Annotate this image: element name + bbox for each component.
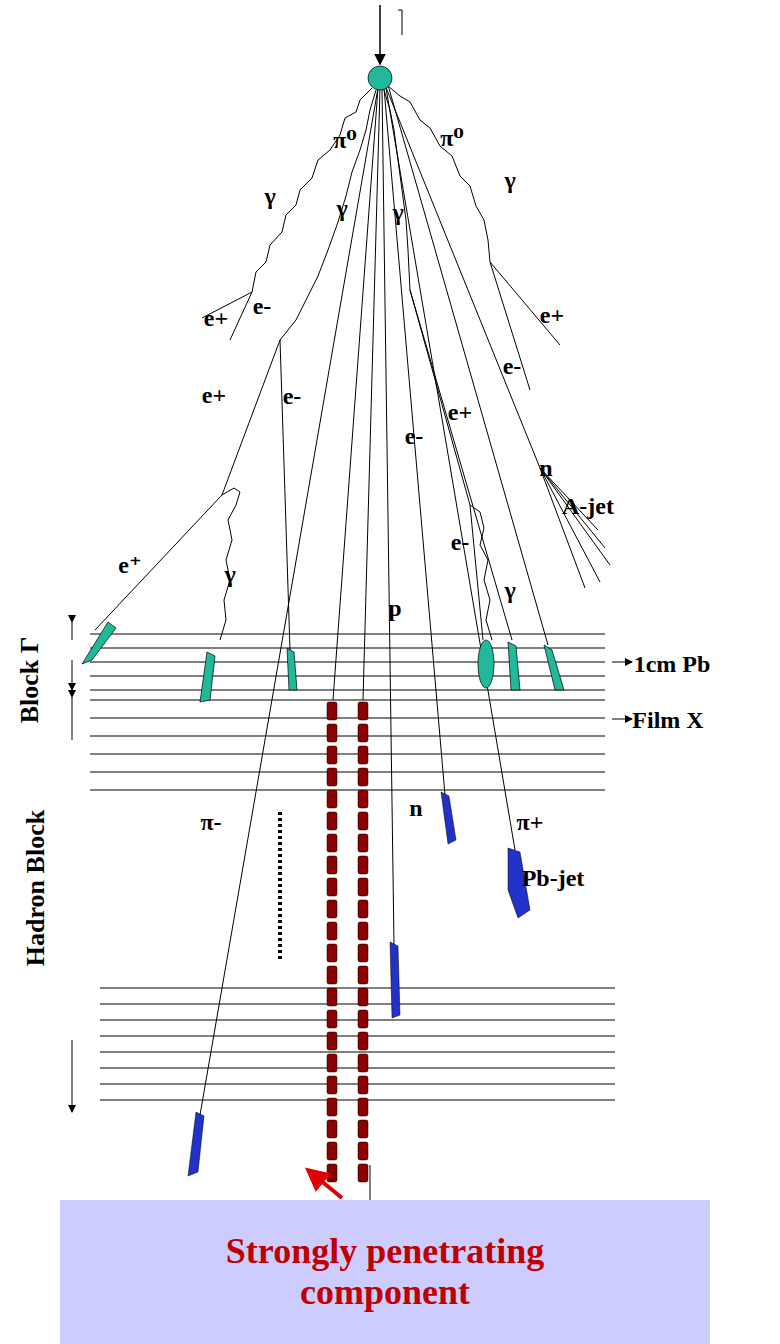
penetrating-track — [358, 834, 368, 852]
particle-label: γ — [392, 200, 403, 224]
penetrating-track — [358, 1098, 368, 1116]
penetrating-track — [358, 1076, 368, 1094]
particle-label: γ — [504, 578, 515, 602]
particle-label: e+ — [448, 400, 472, 424]
particle-label: e- — [503, 354, 522, 378]
penetrating-track — [358, 944, 368, 962]
particle-label: e- — [253, 294, 272, 318]
penetrating-track — [327, 768, 337, 786]
particle-label: π- — [200, 810, 221, 834]
penetrating-track — [327, 1010, 337, 1028]
penetrating-track — [358, 878, 368, 896]
penetrating-track — [327, 900, 337, 918]
particle-label: A-jet — [562, 494, 614, 518]
penetrating-track — [327, 944, 337, 962]
particle-label: Pb-jet — [522, 866, 585, 890]
particle-label: e+ — [540, 303, 564, 327]
penetrating-track — [327, 702, 337, 720]
particle-label: π⁰ — [333, 128, 357, 152]
callout-text: Strongly penetrating component — [170, 1231, 600, 1314]
penetrating-track — [358, 1032, 368, 1050]
particle-label: π+ — [517, 810, 544, 834]
penetrating-track — [327, 1032, 337, 1050]
penetrating-track — [327, 1164, 337, 1182]
penetrating-track — [327, 1076, 337, 1094]
particle-label: γ — [264, 184, 275, 208]
particle-label: e⁺ — [118, 553, 141, 577]
penetrating-track — [327, 966, 337, 984]
particle-label: e- — [283, 384, 302, 408]
penetrating-track — [327, 1120, 337, 1138]
particle-label: Block Γ — [17, 637, 43, 724]
penetrating-track — [327, 856, 337, 874]
penetrating-track — [358, 724, 368, 742]
particle-label: n — [539, 456, 552, 480]
particle-label: e- — [451, 530, 470, 554]
penetrating-track — [327, 988, 337, 1006]
penetrating-track — [327, 1054, 337, 1072]
penetrating-track — [358, 812, 368, 830]
penetrating-track — [358, 966, 368, 984]
penetrating-track — [358, 1054, 368, 1072]
penetrating-track — [327, 790, 337, 808]
particle-label: 1cm Pb — [634, 652, 711, 676]
penetrating-track — [358, 768, 368, 786]
penetrating-track — [358, 856, 368, 874]
penetrating-track — [358, 1142, 368, 1160]
particle-label: Hadron Block — [23, 810, 49, 966]
callout-box: Strongly penetrating component — [60, 1200, 710, 1344]
particle-label: π⁰ — [440, 126, 464, 150]
penetrating-track — [327, 1098, 337, 1116]
particle-label: γ — [504, 168, 515, 192]
penetrating-track — [358, 922, 368, 940]
particle-label: e+ — [202, 383, 226, 407]
penetrating-track — [358, 1164, 368, 1182]
penetrating-track — [327, 812, 337, 830]
penetrating-track — [327, 834, 337, 852]
particle-label: γ — [224, 562, 235, 586]
penetrating-track — [358, 1010, 368, 1028]
penetrating-track — [327, 1142, 337, 1160]
particle-label: γ — [336, 196, 347, 220]
penetrating-track — [358, 988, 368, 1006]
penetrating-track — [327, 746, 337, 764]
penetrating-track — [358, 900, 368, 918]
particle-label: Film X — [632, 708, 703, 732]
penetrating-track — [327, 724, 337, 742]
penetrating-track — [358, 1120, 368, 1138]
penetrating-track — [327, 922, 337, 940]
penetrating-track — [358, 702, 368, 720]
penetrating-track — [358, 746, 368, 764]
particle-label: p — [388, 596, 401, 620]
particle-label: n — [409, 796, 422, 820]
particle-label: e- — [405, 424, 424, 448]
particle-label: e+ — [204, 306, 228, 330]
penetrating-track — [327, 878, 337, 896]
penetrating-track — [358, 790, 368, 808]
